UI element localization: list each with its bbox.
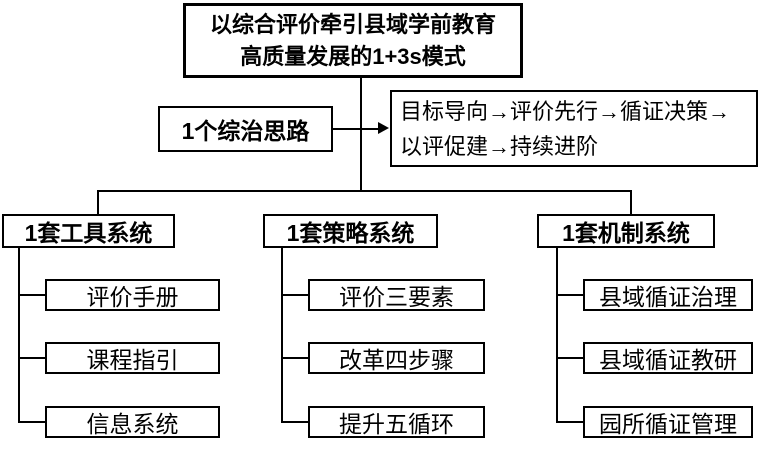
item-strategies-1-label: 评价三要素 [339,284,454,310]
item-mechanisms-2-label: 县域循证教研 [599,347,737,373]
item-tools-2: 课程指引 [45,342,220,374]
root-title-box: 以综合评价牵引县域学前教育 高质量发展的1+3s模式 [183,3,523,78]
stub-tools-2 [18,357,45,359]
item-strategies-3: 提升五循环 [308,406,485,438]
branch-header-tools: 1套工具系统 [2,214,175,248]
arrow-shaft [333,128,380,130]
item-strategies-1: 评价三要素 [308,279,485,311]
item-mechanisms-1: 县域循证治理 [583,279,753,311]
item-strategies-2-label: 改革四步骤 [339,347,454,373]
branch-header-mechanisms: 1套机制系统 [537,214,715,248]
branch-left-drop [97,190,99,214]
spine-mechanisms [556,248,558,423]
branch-horizontal-line [97,190,632,192]
arrow-head-icon [378,122,389,134]
stub-mechanisms-3 [556,421,583,423]
item-mechanisms-1-label: 县域循证治理 [599,284,737,310]
item-strategies-2: 改革四步骤 [308,342,485,374]
spine-tools [18,248,20,423]
stub-strategies-3 [281,421,308,423]
item-tools-2-label: 课程指引 [86,347,179,373]
root-title-line1: 以综合评价牵引县域学前教育 [209,11,496,37]
approach-detail-line2: 以评促建→持续进阶 [400,133,599,159]
item-strategies-3-label: 提升五循环 [339,411,454,437]
item-tools-1: 评价手册 [45,279,220,311]
item-tools-1-label: 评价手册 [86,284,179,310]
item-mechanisms-3-label: 园所循证管理 [599,411,737,437]
branch-header-mechanisms-label: 1套机制系统 [562,220,690,246]
branch-header-strategies-label: 1套策略系统 [286,220,415,246]
item-mechanisms-3: 园所循证管理 [583,406,753,438]
stub-tools-1 [18,294,45,296]
stub-mechanisms-1 [556,294,583,296]
stub-tools-3 [18,421,45,423]
approach-detail-box: 目标导向→评价先行→循证决策→ 以评促建→持续进阶 [390,90,758,167]
approach-box: 1个综治思路 [158,106,333,152]
item-tools-3: 信息系统 [45,406,220,438]
branch-right-drop [630,190,632,214]
branch-header-strategies: 1套策略系统 [263,214,438,248]
branch-header-tools-label: 1套工具系统 [24,220,153,246]
approach-detail-line1: 目标导向→评价先行→循证决策→ [400,98,731,124]
stub-mechanisms-2 [556,357,583,359]
stub-strategies-1 [281,294,308,296]
item-mechanisms-2: 县域循证教研 [583,342,753,374]
item-tools-3-label: 信息系统 [86,411,179,437]
spine-strategies [281,248,283,423]
connector-root-vertical [360,78,362,192]
approach-label: 1个综治思路 [181,118,310,144]
root-title-line2: 高质量发展的1+3s模式 [240,43,466,69]
stub-strategies-2 [281,357,308,359]
